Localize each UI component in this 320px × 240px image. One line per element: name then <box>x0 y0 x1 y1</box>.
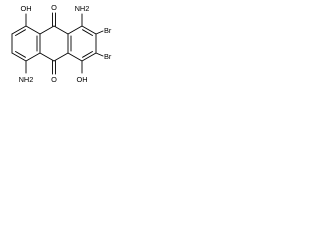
amino-right-top: NH2 <box>75 4 90 13</box>
bromine-right-upper: Br <box>104 26 112 35</box>
atom-labels: O O OH NH2 NH2 Br Br OH <box>19 3 112 84</box>
bromine-right-lower: Br <box>104 52 112 61</box>
right-ring <box>67 25 97 62</box>
amino-left-bottom: NH2 <box>19 75 34 84</box>
substituent-bonds <box>25 13 104 74</box>
left-ring <box>11 25 41 62</box>
carbonyl-oxygen-bottom: O <box>51 75 57 84</box>
hydroxyl-right-bottom: OH <box>76 75 87 84</box>
middle-ring <box>39 25 69 62</box>
carbonyl-bonds <box>52 12 56 75</box>
carbonyl-oxygen-top: O <box>51 3 57 12</box>
hydroxyl-left-top: OH <box>20 4 31 13</box>
chemical-structure: O O OH NH2 NH2 Br Br OH <box>11 3 112 84</box>
